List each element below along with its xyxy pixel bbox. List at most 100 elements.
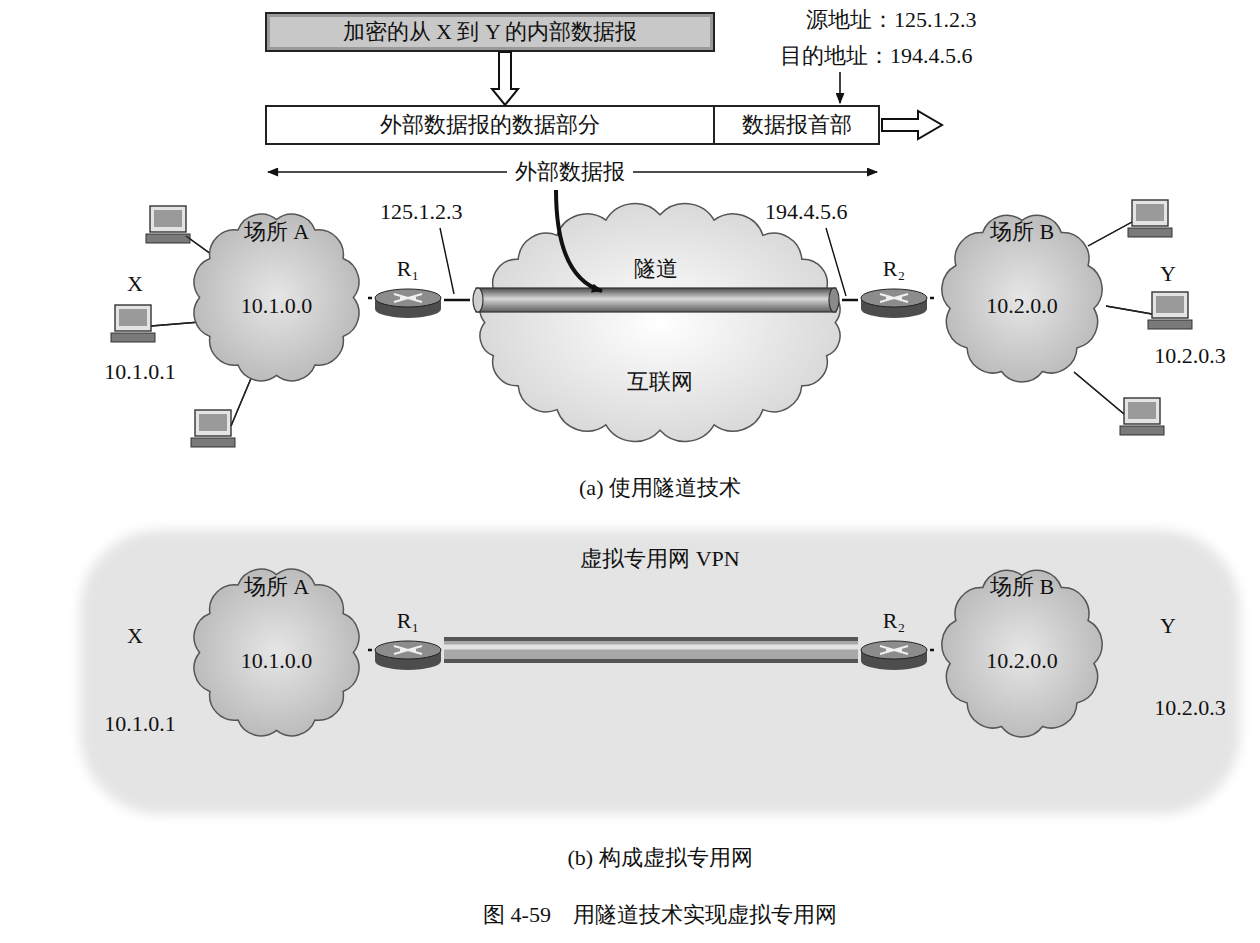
computer-base [1128, 228, 1172, 237]
router: R₁ [372, 608, 444, 670]
host-link [231, 376, 252, 426]
link-line [368, 297, 372, 300]
host-address: 10.1.0.1 [104, 359, 176, 385]
vpn-tunnel [444, 647, 858, 650]
site-name: 场所 A [244, 574, 309, 600]
router-arrows [880, 294, 908, 302]
host-name: X [127, 623, 143, 649]
computer-icon [191, 376, 252, 447]
router: R₁ [372, 256, 444, 318]
monitor [115, 305, 151, 331]
node-text: 10.1.0.0 [241, 648, 313, 674]
node-text: 数据报首部 [742, 112, 852, 138]
screen [1128, 402, 1156, 419]
computer-base [111, 333, 155, 342]
site-name: 场所 B [990, 574, 1054, 600]
link [368, 298, 372, 299]
host-link [1106, 306, 1152, 314]
link-line [930, 297, 934, 300]
router: R₂ [858, 256, 930, 318]
vpn-shape [80, 530, 1240, 814]
link [368, 650, 372, 651]
outgoing-hollow-arrow [882, 111, 942, 139]
monitor [1124, 398, 1160, 424]
address-leader-arrow [839, 72, 841, 103]
router-top [861, 289, 927, 307]
router-icon [372, 636, 444, 670]
node-text: 10.2.0.0 [986, 293, 1058, 319]
node-text: 互联网 [627, 369, 693, 395]
figure-caption: 图 4-59 用隧道技术实现虚拟专用网 [483, 902, 837, 928]
host-address: 10.2.0.3 [1154, 695, 1226, 721]
node-text: 虚拟专用网 VPN [580, 546, 740, 572]
cloud-shape [194, 214, 359, 381]
cloud-shape [480, 204, 840, 442]
link [930, 650, 934, 651]
link [930, 298, 934, 299]
subfigure-caption: (a) 使用隧道技术 [579, 475, 741, 501]
interface-address: 125.1.2.3 [380, 199, 463, 225]
internet-cloud: 互联网 [470, 200, 850, 445]
screen [154, 210, 182, 227]
pipe-outer [444, 637, 858, 663]
monitor [1132, 200, 1168, 226]
host-name: X [127, 271, 143, 297]
link [492, 52, 518, 105]
computer-icon [1088, 200, 1172, 246]
vpn-panel: 虚拟专用网 VPN场所 A10.1.0.0R₁R₂场所 B10.2.0.0 [70, 520, 1250, 824]
link [842, 300, 858, 301]
monitor [195, 410, 231, 436]
host-link [1088, 222, 1132, 246]
computer-icon [1106, 292, 1192, 329]
computer-icon [1074, 372, 1164, 435]
header-box: 数据报首部 [713, 105, 880, 145]
inner-datagram-box: 加密的从 X 到 Y 的内部数据报 [265, 12, 715, 52]
computer-icon [111, 305, 200, 342]
computer-base [146, 234, 190, 243]
link-line [444, 299, 470, 302]
span-label: 外部数据报 [507, 159, 633, 185]
site-cloud: 场所 B10.2.0.0 [934, 560, 1110, 745]
link-line [368, 649, 372, 652]
pipe-end [473, 288, 483, 312]
node-text: 10.1.0.0 [241, 293, 313, 319]
link [444, 300, 470, 301]
cloud-shape [942, 215, 1102, 382]
cloud-shape [942, 570, 1102, 737]
host-address: 10.1.0.1 [104, 711, 176, 737]
router-top [375, 641, 441, 659]
router-top [375, 289, 441, 307]
site-name: 场所 A [244, 219, 309, 245]
pipe-end [829, 288, 839, 312]
subfigure-caption: (b) 构成虚拟专用网 [567, 845, 752, 871]
address-leader-line [440, 228, 454, 294]
hollow-arrow [492, 52, 518, 105]
router-arrows [394, 294, 422, 302]
site-cloud: 场所 B10.2.0.0 [934, 205, 1110, 390]
screen [199, 414, 227, 431]
host-name: Y [1160, 613, 1176, 639]
host-address: 10.2.0.3 [1154, 343, 1226, 369]
data-part-box: 外部数据报的数据部分 [265, 105, 715, 145]
link-line [930, 649, 934, 652]
host-link [1074, 372, 1124, 414]
screen [1156, 296, 1184, 313]
computer-base [191, 438, 235, 447]
monitor [150, 206, 186, 232]
router-icon [372, 284, 444, 318]
host-link [231, 376, 252, 426]
cloud-outline [470, 200, 850, 445]
host-name: Y [1160, 261, 1176, 287]
host-link [1088, 222, 1132, 246]
router-top [861, 641, 927, 659]
computer-base [1148, 320, 1192, 329]
site-cloud: 场所 A 10.1.0.0 [185, 205, 368, 390]
into-tunnel-arrow [556, 190, 602, 291]
pipe-body [476, 288, 836, 312]
tunnel-pipe: 隧道 [470, 252, 842, 318]
cloud-shape [194, 569, 359, 736]
host-link [151, 322, 200, 326]
monitor [1152, 292, 1188, 318]
